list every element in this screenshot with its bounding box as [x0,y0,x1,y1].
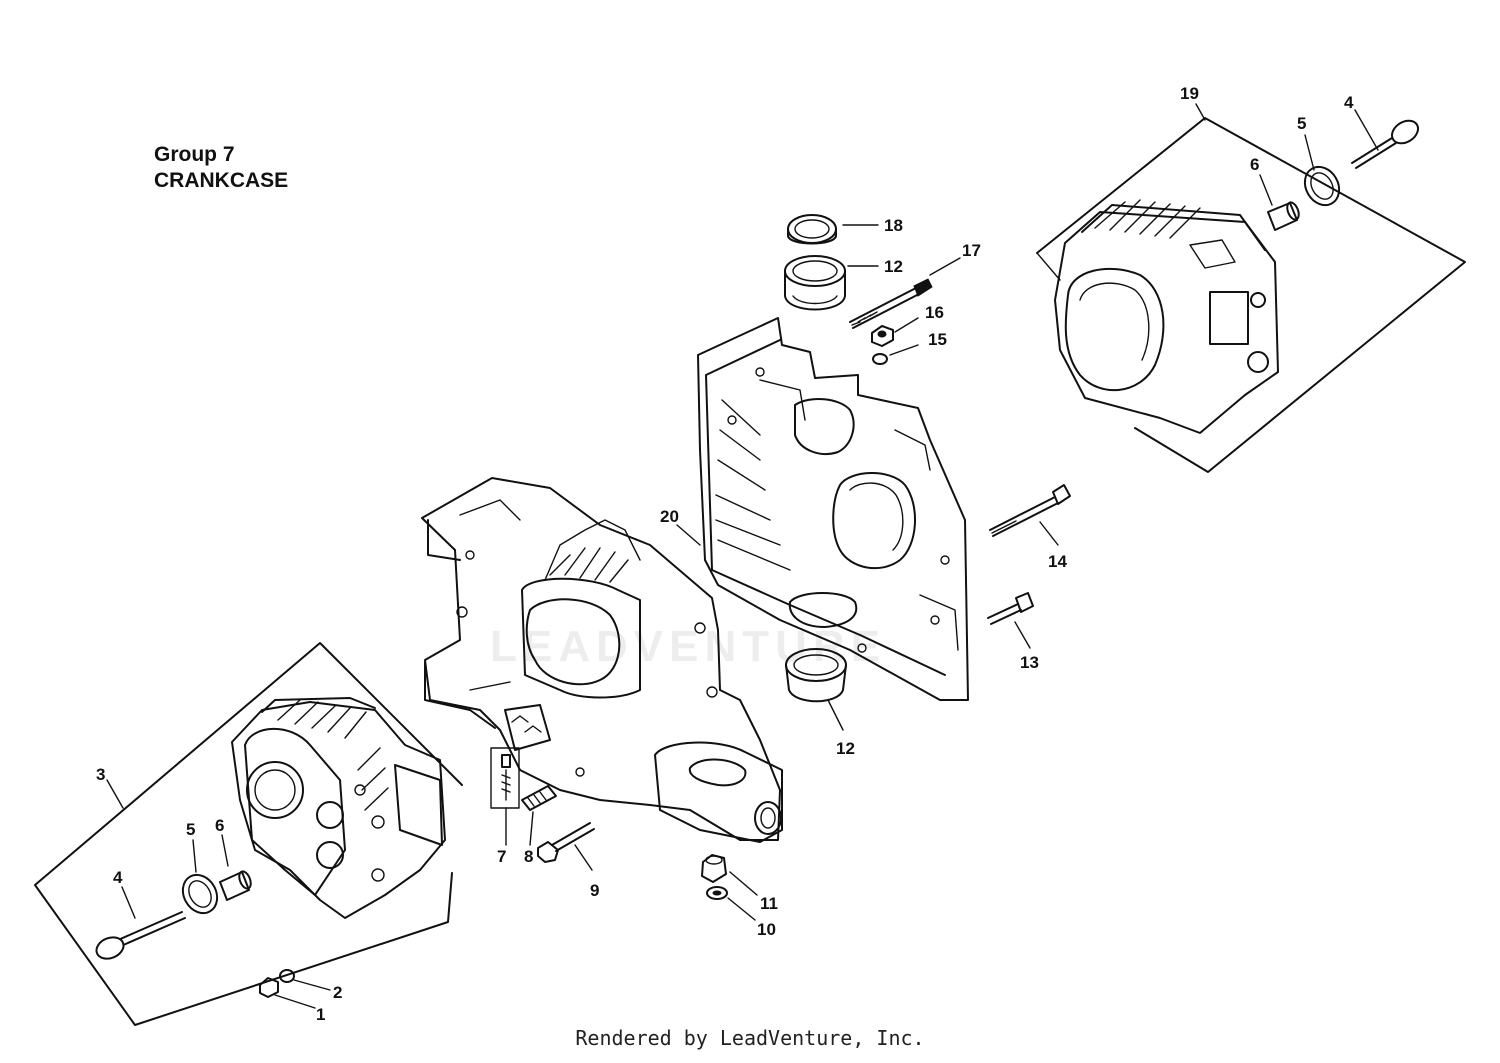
valve-part-4-bottom [95,911,186,960]
diagram-title: Group 7 CRANKCASE [154,142,288,194]
watermark: LEADVENTURE [490,622,887,671]
bolt-part-9 [537,822,595,863]
cylinder-head-right [1054,199,1279,434]
callout-15: 15 [928,330,947,349]
callout-8: 8 [524,847,533,866]
callout-17: 17 [962,241,981,260]
callout-14: 14 [1048,552,1067,571]
pin-part-7 [490,747,520,809]
callout-labels: 19 4 5 6 18 12 17 16 15 20 14 13 12 3 5 … [96,84,1354,1024]
washer-part-15 [872,353,888,365]
section-title: CRANKCASE [154,169,289,192]
callout-6-bottom: 6 [215,816,224,835]
washer-part-10 [706,886,728,900]
crankcase-left-half [421,477,783,843]
bolt-part-17 [849,278,933,329]
callout-3: 3 [96,765,105,784]
callout-16: 16 [925,303,944,322]
callout-10: 10 [757,920,776,939]
guide-part-6-top [1267,201,1300,231]
bolt-part-13 [987,592,1034,625]
callout-12-bottom: 12 [836,739,855,758]
callout-11: 11 [760,894,778,913]
bearing-part-12-top [784,255,846,311]
callout-18: 18 [884,216,903,235]
valve-part-4-top [1351,119,1420,169]
cylinder-head-left [231,697,446,919]
callout-4-bottom: 4 [113,868,123,887]
callout-5-bottom: 5 [186,820,195,839]
callout-9: 9 [590,881,599,900]
cap-part-11 [701,854,727,883]
callout-2: 2 [333,983,342,1002]
guide-part-6-bottom [219,870,252,901]
seal-part-18 [787,214,837,245]
cylinder-head-box-3 [34,642,463,1026]
nut-part-16 [871,325,894,347]
group-label: Group 7 [154,143,235,166]
callout-19: 19 [1180,84,1199,103]
crankcase-right-half [697,317,969,701]
leader-lines [106,103,1379,1009]
callout-1: 1 [316,1005,325,1024]
washer-part-2 [279,969,295,983]
cylinder-head-box-19 [1036,117,1466,473]
nut-part-1 [259,977,279,998]
seat-part-5-bottom [181,873,219,915]
footer-credit: Rendered by LeadVenture, Inc. [575,1026,925,1050]
callout-6-top: 6 [1250,155,1259,174]
plug-part-8 [521,785,557,811]
callout-4-top: 4 [1344,93,1354,112]
bearing-part-12-bottom [785,648,847,703]
callout-5-top: 5 [1297,114,1306,133]
seat-part-5-top [1303,165,1341,207]
callout-7: 7 [497,847,506,866]
callout-12-top: 12 [884,257,903,276]
callout-20: 20 [660,507,679,526]
bolt-part-14 [989,484,1071,537]
callout-13: 13 [1020,653,1039,672]
